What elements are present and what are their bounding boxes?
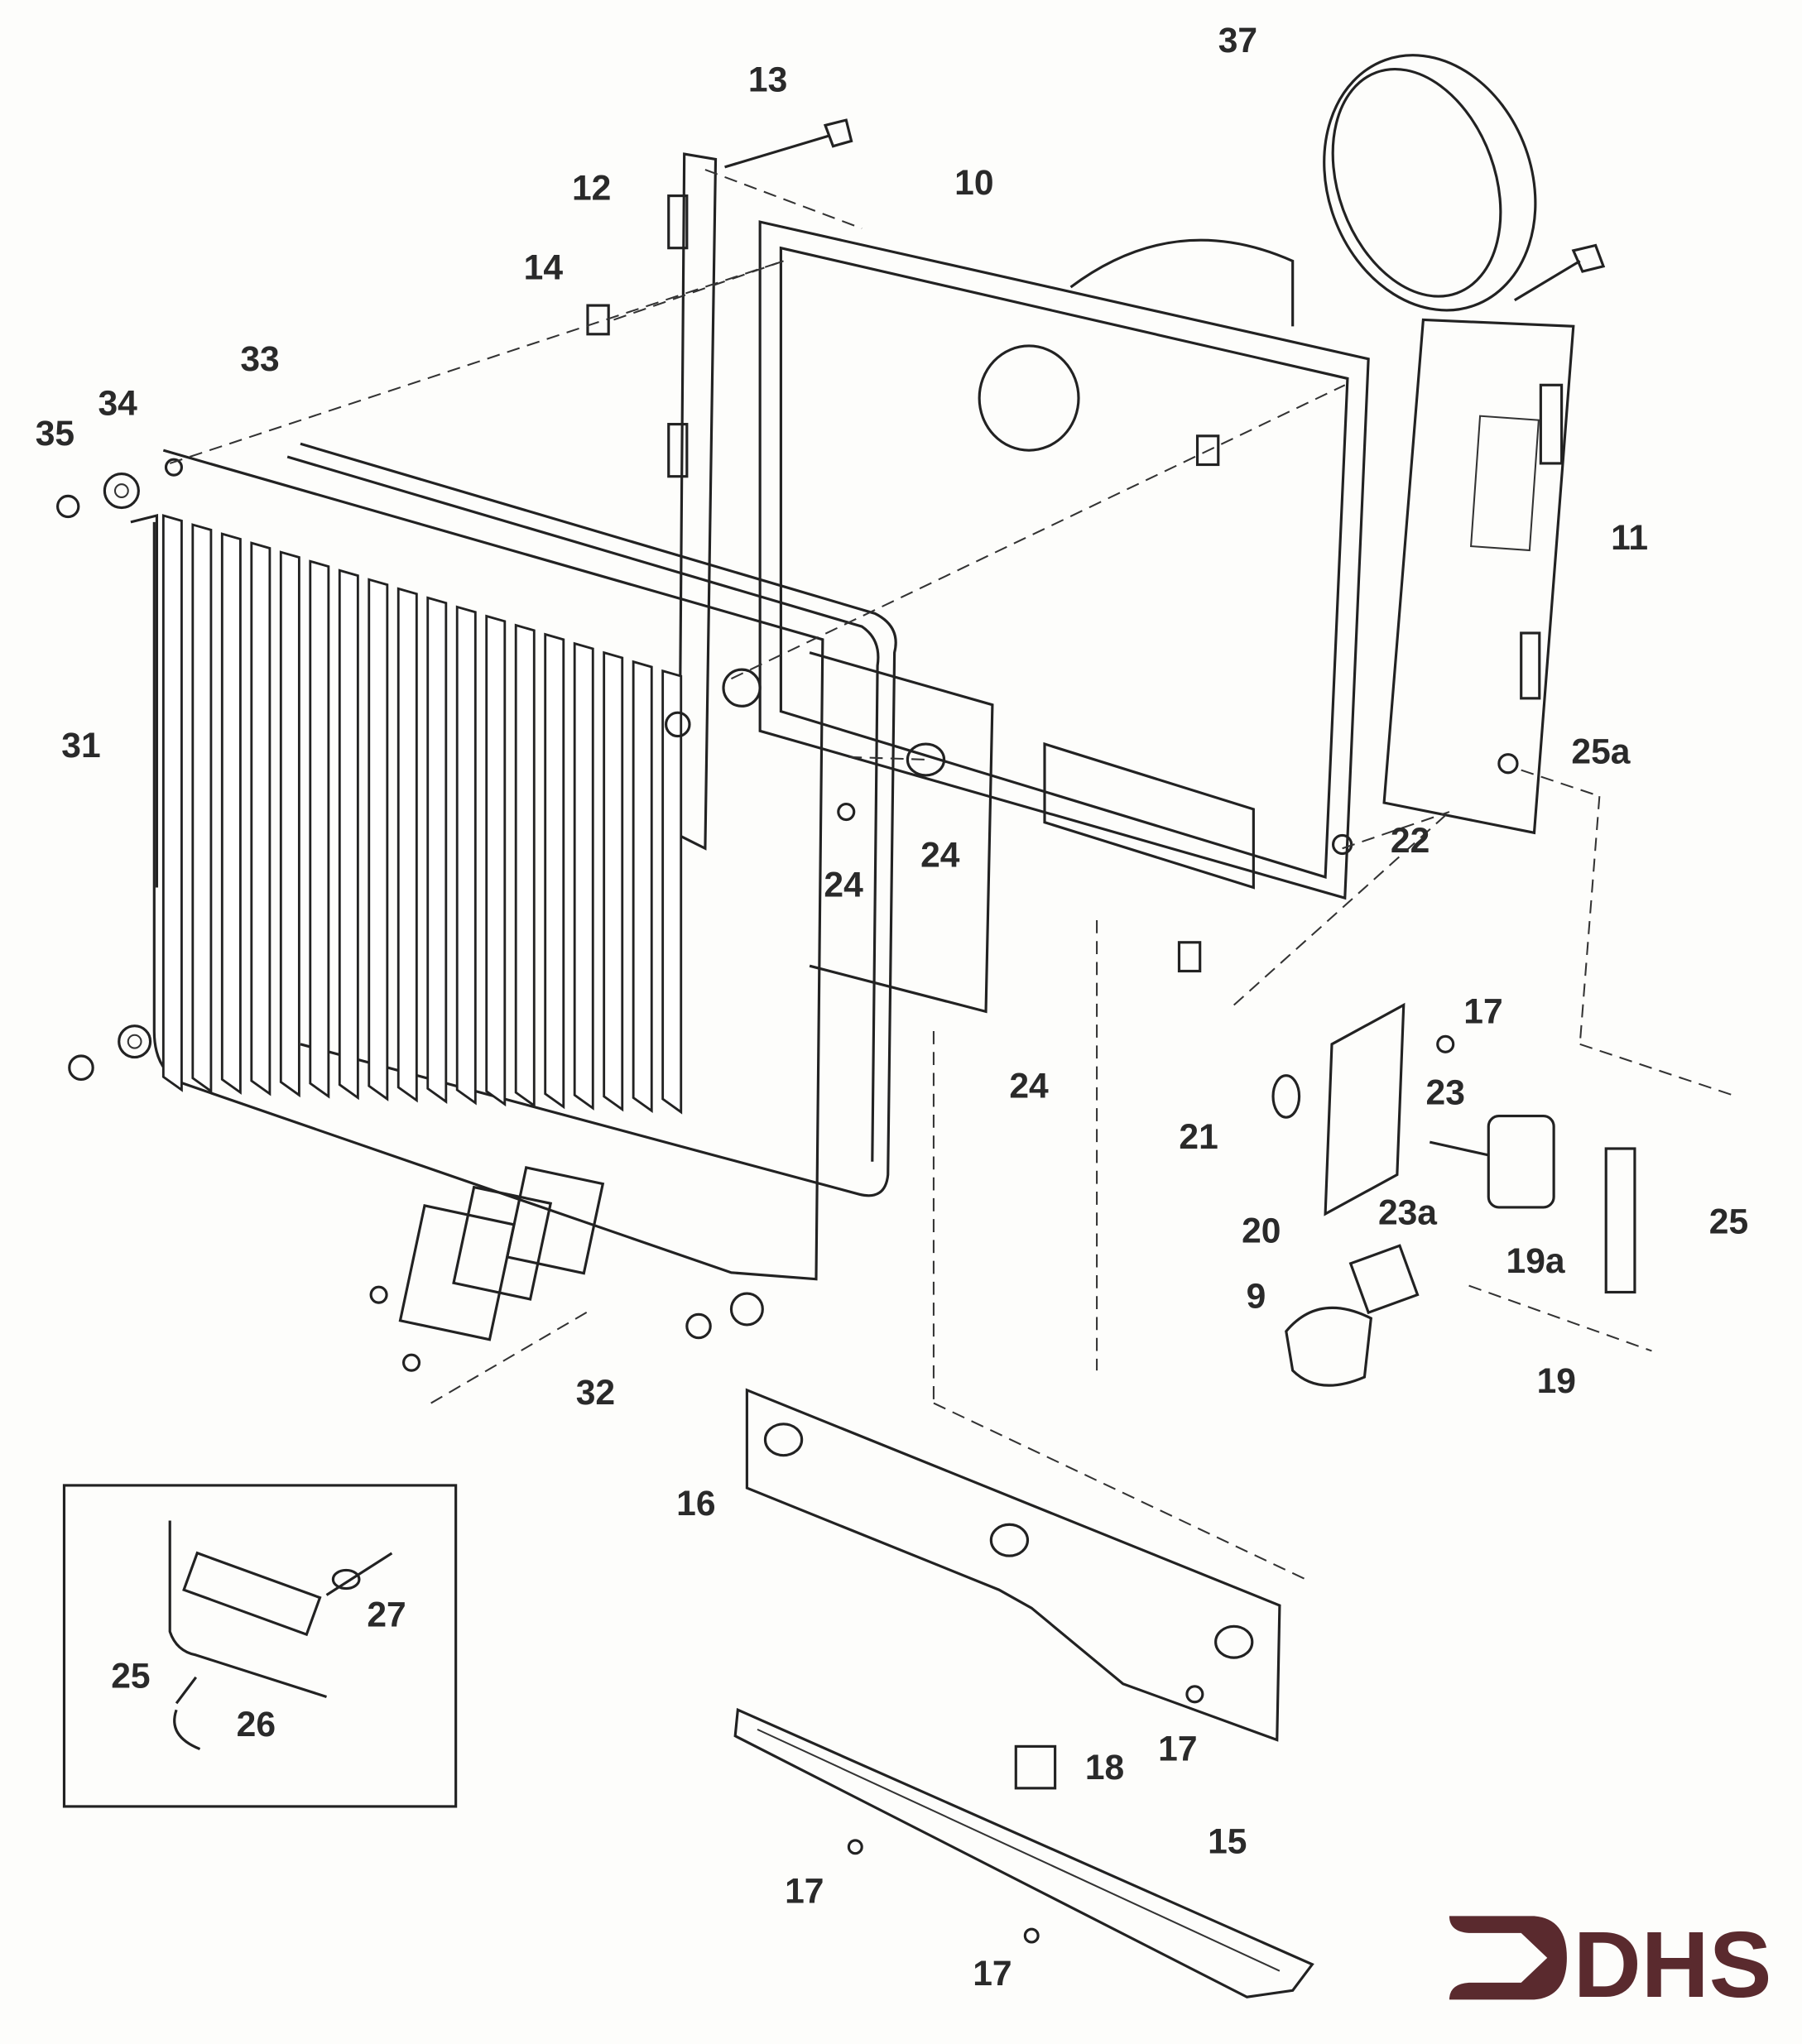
burner-cover-16: [745, 1388, 1281, 1742]
fin: [514, 623, 536, 1108]
fin: [279, 550, 300, 1098]
bracket-11: [1382, 318, 1575, 835]
gasket-33: [286, 442, 897, 1197]
callout-16: 16: [676, 1484, 715, 1523]
fin: [396, 587, 418, 1103]
callout-17: 17: [1463, 992, 1502, 1032]
callout-17: 17: [1158, 1730, 1197, 1769]
fin: [191, 523, 213, 1094]
callout-20: 20: [1242, 1212, 1281, 1251]
fin: [250, 541, 272, 1096]
fin: [368, 578, 389, 1101]
fin: [338, 569, 359, 1101]
inset-box: [62, 1484, 458, 1808]
clip-18: [1014, 1744, 1057, 1790]
callout-27: 27: [367, 1595, 406, 1634]
spacer-14: [586, 304, 1220, 973]
heat-exchanger-31: [130, 449, 824, 1281]
fin: [485, 614, 507, 1107]
fin: [426, 596, 448, 1104]
fin: [220, 532, 242, 1095]
callout-32: 32: [576, 1373, 615, 1413]
fin: [632, 660, 653, 1114]
logo-text: DHS: [1574, 1912, 1772, 2018]
fin: [544, 632, 565, 1110]
callout-19a: 19a: [1506, 1241, 1565, 1281]
callout-23: 23: [1426, 1072, 1465, 1112]
gas-valve-19: [1271, 1002, 1636, 1387]
callout-17: 17: [785, 1872, 824, 1912]
callout-10: 10: [954, 163, 993, 203]
callout-22: 22: [1391, 821, 1430, 861]
flue-tube: [1069, 238, 1295, 327]
callout-9: 9: [1247, 1276, 1266, 1316]
callout-18: 18: [1085, 1748, 1124, 1787]
callout-14: 14: [524, 248, 564, 288]
plate-24: [809, 651, 994, 1014]
callout-24: 24: [1009, 1066, 1049, 1106]
callout-12: 12: [572, 168, 611, 208]
bolt-13: [724, 118, 1606, 302]
fin: [161, 514, 183, 1092]
callout-13: 13: [748, 60, 787, 99]
callout-21: 21: [1179, 1117, 1218, 1157]
bracket-12: [667, 152, 718, 851]
callout-26: 26: [237, 1705, 276, 1744]
callout-35: 35: [36, 414, 74, 453]
assembly-lines: [169, 169, 1737, 1581]
fin: [455, 605, 477, 1106]
nuts-washers: [56, 458, 1519, 1944]
fin: [603, 650, 624, 1112]
callout-23a: 23a: [1378, 1192, 1437, 1232]
dhs-logo: DHS: [1449, 1912, 1772, 2018]
gasket-ring-37: [1323, 54, 1537, 312]
callout-17: 17: [973, 1954, 1012, 1994]
callout-24: 24: [920, 835, 960, 875]
callout-labels: 37 13 12 10 14 33 34 35 11 25a 31 24 24 22 24 17 23 21 23a…: [36, 21, 1748, 1994]
callout-19: 19: [1537, 1361, 1576, 1401]
callout-33: 33: [240, 339, 279, 379]
callout-25: 25: [111, 1656, 150, 1696]
burner-15: [733, 1707, 1314, 1998]
callout-25a: 25a: [1571, 732, 1630, 772]
callout-25: 25: [1709, 1202, 1748, 1242]
combustion-chamber-10: [758, 220, 1370, 900]
callout-24: 24: [824, 866, 863, 905]
callout-34: 34: [98, 384, 137, 424]
fin: [661, 669, 683, 1115]
callout-15: 15: [1208, 1822, 1247, 1862]
callout-11: 11: [1611, 518, 1648, 558]
callout-37: 37: [1218, 21, 1257, 60]
callout-31: 31: [61, 726, 100, 765]
fin: [309, 559, 330, 1099]
fin: [573, 641, 594, 1111]
pilot-assembly-32: [398, 1166, 605, 1341]
